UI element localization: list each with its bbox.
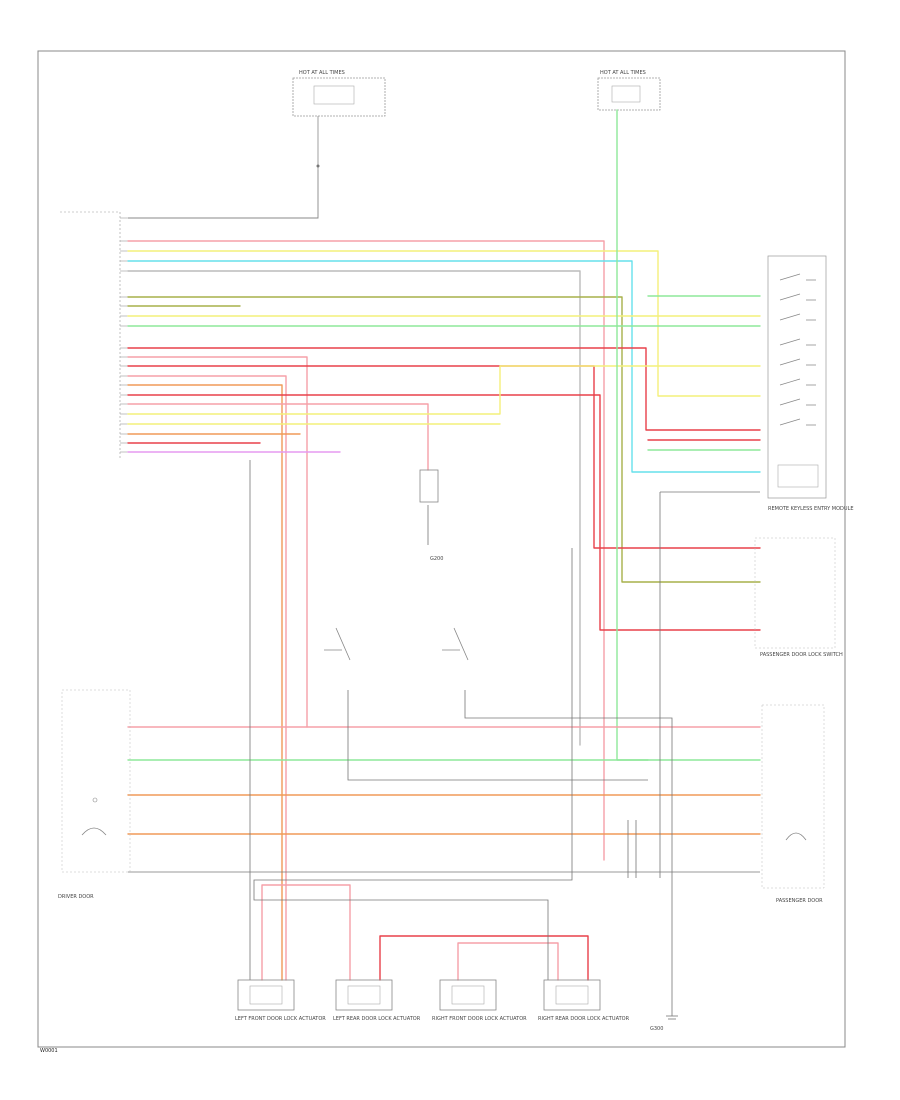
wire-gray-1	[127, 270, 581, 746]
wire-pink-6	[261, 884, 351, 981]
fuse-box-left: HOT AT ALL TIMES	[292, 70, 386, 170]
ground-bottom-label: G300	[650, 1026, 663, 1032]
switch-contacts	[779, 273, 816, 426]
wire-orange-1	[127, 384, 283, 981]
actuator-2-label: LEFT REAR DOOR LOCK ACTUATOR	[333, 1016, 421, 1022]
wire-pink-4	[127, 403, 429, 471]
diagram-frame	[37, 50, 846, 1048]
wire-pink-3	[127, 375, 287, 981]
actuator-1-label: LEFT FRONT DOOR LOCK ACTUATOR	[235, 1016, 326, 1022]
wire-red-2	[127, 365, 761, 549]
actuator-2: LEFT REAR DOOR LOCK ACTUATOR	[333, 979, 421, 1022]
wire-pink-1	[127, 240, 605, 861]
actuator-4: RIGHT REAR DOOR LOCK ACTUATOR	[538, 979, 630, 1022]
wire-red-3	[127, 394, 761, 631]
actuator-3-label: RIGHT FRONT DOOR LOCK ACTUATOR	[432, 1016, 527, 1022]
fuse-box-left-label: HOT AT ALL TIMES	[299, 70, 345, 76]
switch-contact	[779, 358, 816, 366]
master-switch-block: REMOTE KEYLESS ENTRY MODULE	[767, 255, 854, 512]
actuator-3: RIGHT FRONT DOOR LOCK ACTUATOR	[432, 979, 527, 1022]
switch-contact	[779, 293, 816, 301]
wire-olive-1	[127, 296, 761, 583]
left-connector	[60, 211, 128, 460]
switch-contact	[779, 378, 816, 386]
right-lock-switch-label: PASSENGER DOOR LOCK SWITCH	[760, 652, 843, 658]
actuator-1: LEFT FRONT DOOR LOCK ACTUATOR	[235, 979, 326, 1022]
wire-pink-2	[127, 356, 308, 728]
fuse-box-right: HOT AT ALL TIMES	[597, 70, 661, 111]
right-lock-switch: PASSENGER DOOR LOCK SWITCH	[754, 537, 843, 658]
wire-yellow-3	[127, 365, 761, 415]
left-door-unit: DRIVER DOOR	[58, 689, 131, 900]
right-door-unit: PASSENGER DOOR	[761, 704, 825, 904]
left-door-label: DRIVER DOOR	[58, 894, 94, 900]
switch-contact	[779, 338, 816, 346]
wire-pink-7	[457, 942, 559, 981]
switch-contact	[779, 398, 816, 406]
center-relay: G200	[324, 469, 469, 661]
switch-contact	[779, 418, 816, 426]
ground-symbol-bottom: G300	[650, 1010, 678, 1032]
right-door-label: PASSENGER DOOR	[776, 898, 823, 904]
switch-contact	[779, 313, 816, 321]
connector-pin-ticks	[120, 217, 128, 453]
actuator-4-label: RIGHT REAR DOOR LOCK ACTUATOR	[538, 1016, 630, 1022]
ground-circuits	[128, 460, 760, 1010]
ground-center-label: G200	[430, 556, 443, 562]
master-switch-label: REMOTE KEYLESS ENTRY MODULE	[768, 506, 854, 512]
wire-harness	[127, 109, 761, 981]
wire-red-6	[379, 935, 589, 981]
wire-red-1	[127, 347, 761, 431]
wire-yellow-1	[127, 250, 761, 397]
footer-code: W0001	[40, 1048, 58, 1054]
fuse-box-right-label: HOT AT ALL TIMES	[600, 70, 646, 76]
switch-contact	[779, 273, 816, 281]
